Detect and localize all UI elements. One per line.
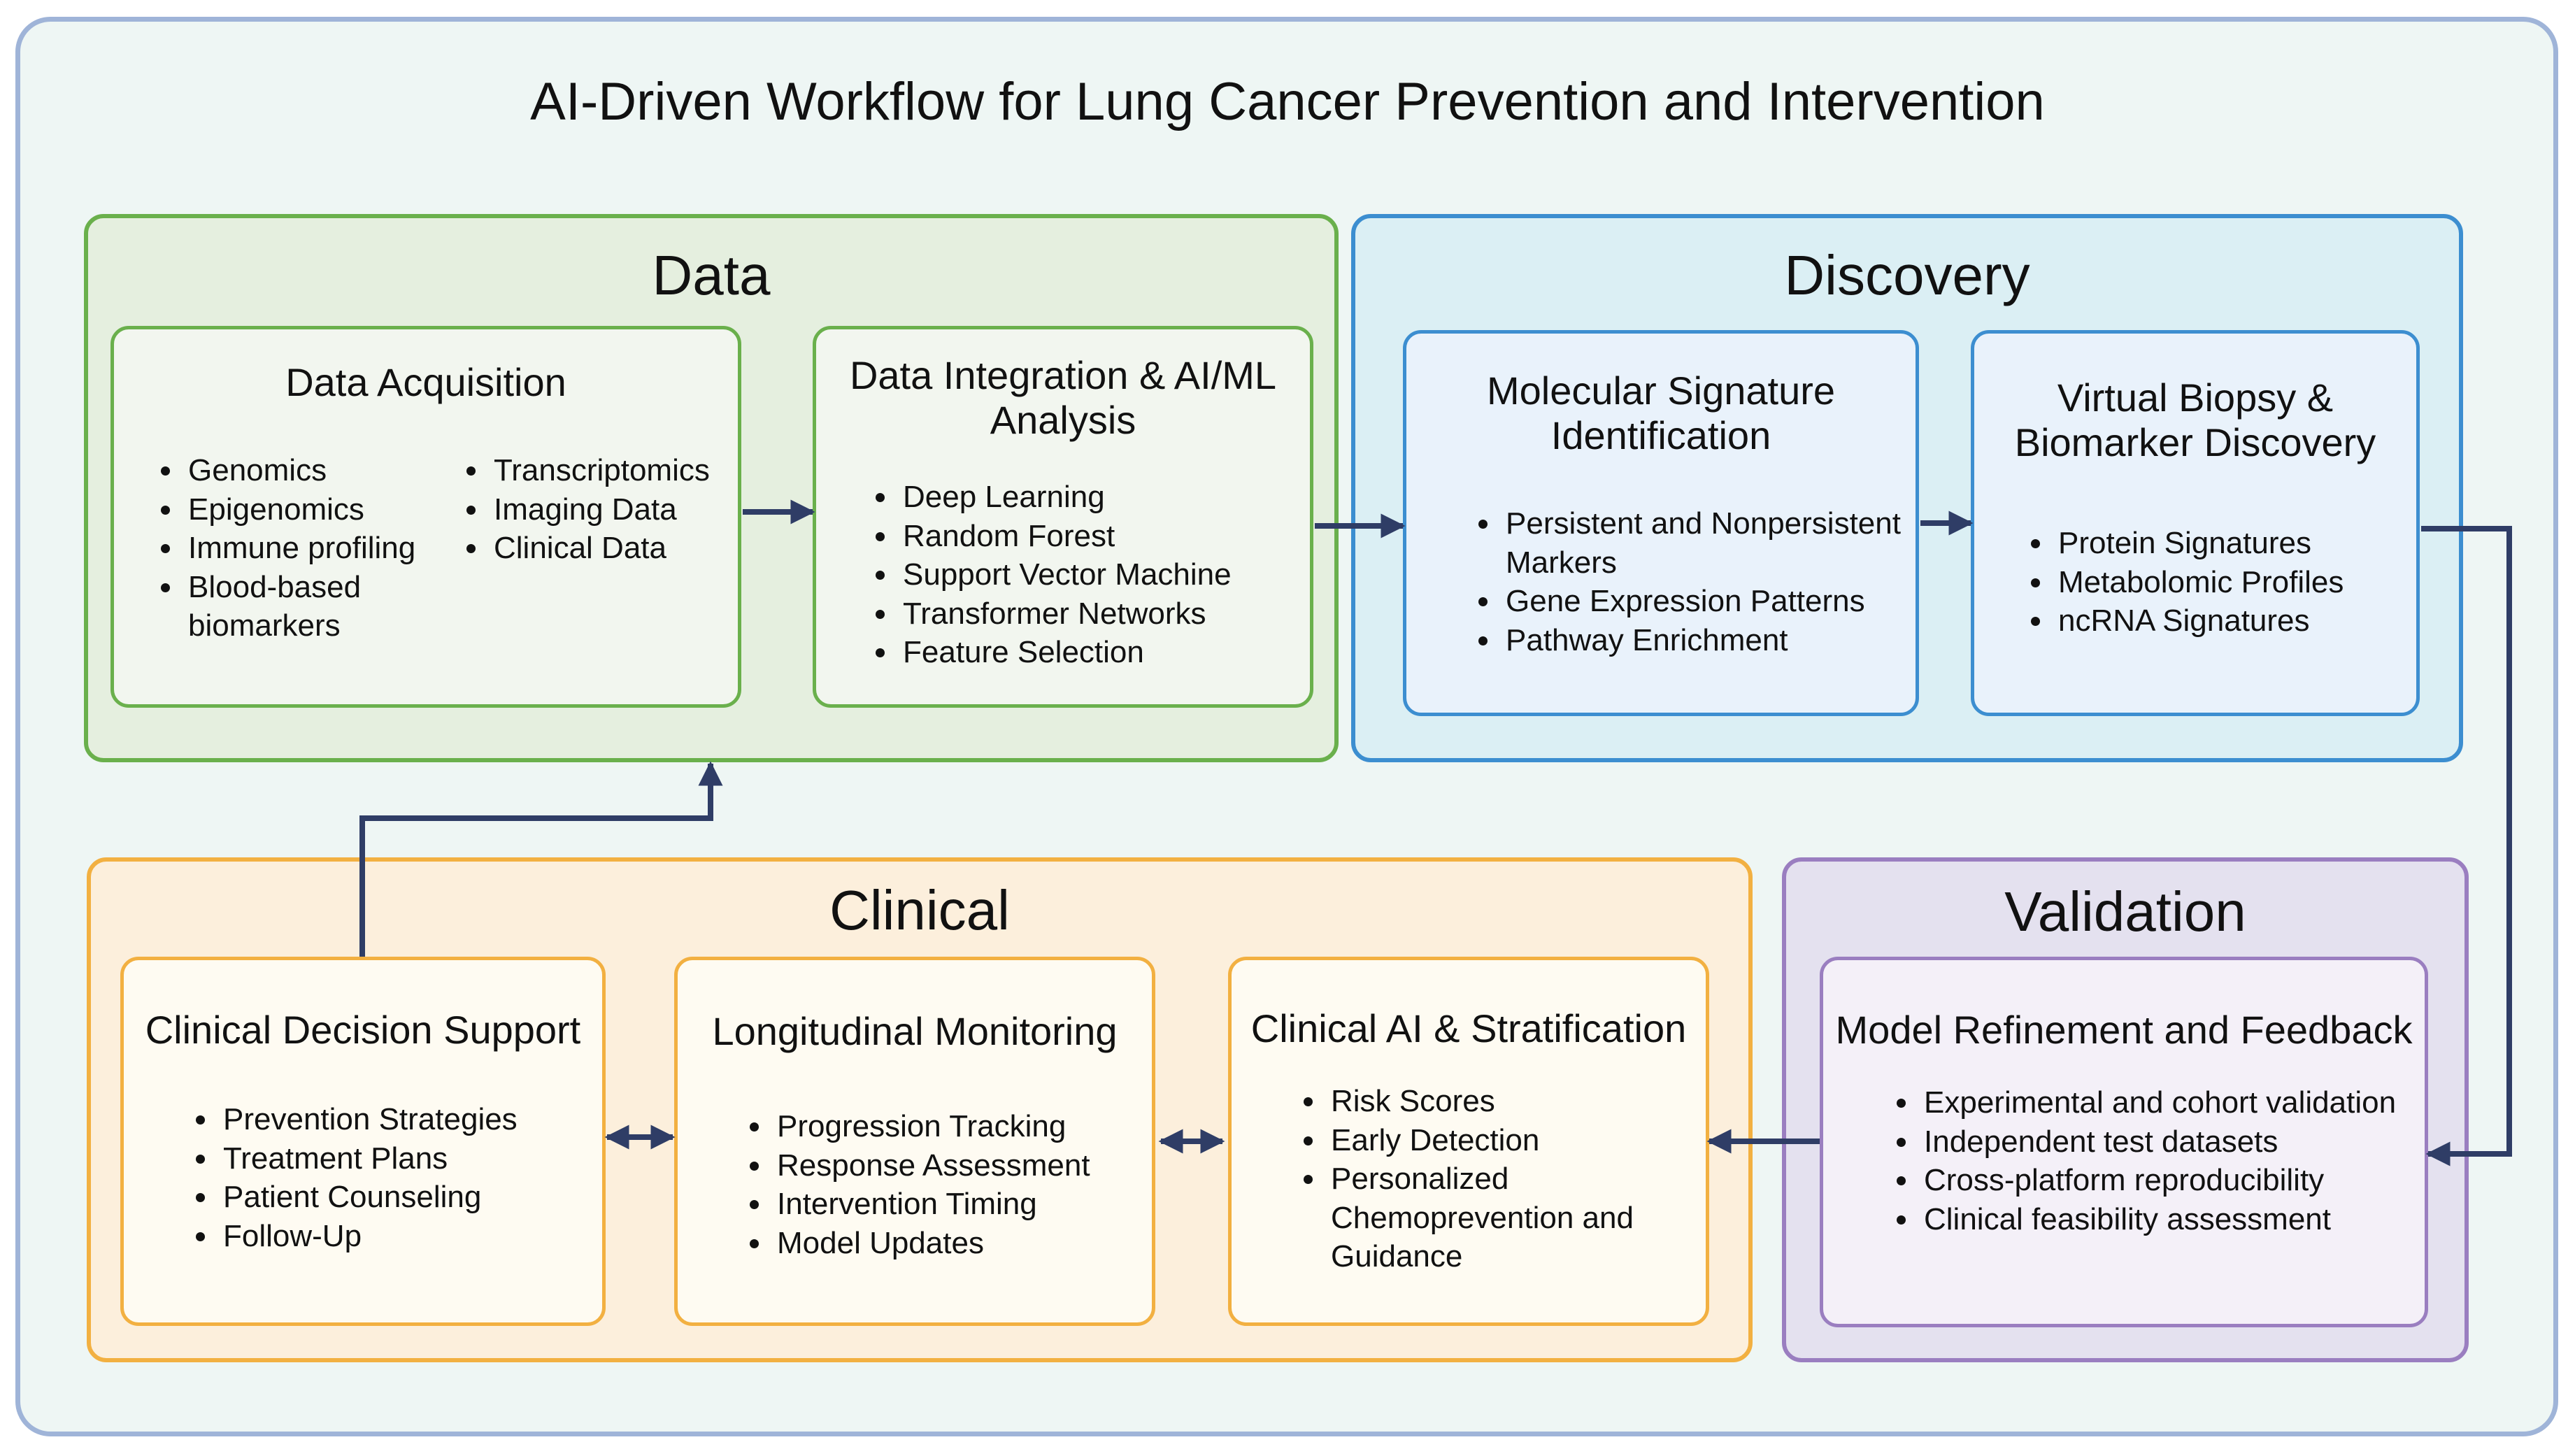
list-item: Treatment Plans [219, 1139, 625, 1178]
virtual-biopsy-box: Virtual Biopsy & Biomarker Discovery Pro… [1971, 330, 2420, 716]
longitudinal-monitoring-box: Longitudinal Monitoring Progression Trac… [674, 957, 1155, 1326]
list-item: Follow-Up [219, 1217, 625, 1256]
list-item: Feature Selection [899, 633, 1346, 672]
clinical-ai-title: Clinical AI & Stratification [1250, 1006, 1687, 1050]
molecular-signature-title: Molecular Signature Identification [1486, 369, 1836, 457]
diagram-title: AI-Driven Workflow for Lung Cancer Preve… [530, 72, 2045, 131]
list-item: Persistent and Nonpersistent Markers [1502, 504, 1921, 582]
data-acquisition-list-1: GenomicsEpigenomicsImmune profilingBlood… [145, 451, 457, 645]
clinical-ai-box: Clinical AI & Stratification Risk Scores… [1228, 957, 1709, 1326]
virtual-biopsy-list: Protein SignaturesMetabolomic Profilesnc… [2015, 524, 2446, 641]
molecular-signature-box: Molecular Signature Identification Persi… [1403, 330, 1919, 716]
model-refinement-title: Model Refinement and Feedback [1835, 1008, 2413, 1052]
list-item: Clinical Data [490, 529, 769, 568]
clinical-decision-list: Prevention StrategiesTreatment PlansPati… [180, 1100, 625, 1255]
list-item: Risk Scores [1327, 1082, 1718, 1121]
list-item: Metabolomic Profiles [2054, 563, 2446, 602]
model-refinement-list: Experimental and cohort validationIndepe… [1881, 1083, 2409, 1239]
data-acquisition-box: Data Acquisition GenomicsEpigenomicsImmu… [110, 326, 741, 708]
data-acquisition-title: Data Acquisition [285, 360, 566, 404]
list-item: Protein Signatures [2054, 524, 2446, 563]
list-item: Genomics [184, 451, 457, 490]
longitudinal-monitoring-list: Progression TrackingResponse AssessmentI… [734, 1107, 1185, 1262]
data-acquisition-list-2: TranscriptomicsImaging DataClinical Data [450, 451, 769, 568]
arrow-biopsy-to-refinement [2421, 526, 2512, 1166]
list-item: Independent test datasets [1920, 1122, 2409, 1162]
list-item: Gene Expression Patterns [1502, 582, 1921, 621]
list-item: Pathway Enrichment [1502, 621, 1921, 660]
list-item: Random Forest [899, 517, 1346, 556]
list-item: Prevention Strategies [219, 1100, 625, 1139]
list-item: Patient Counseling [219, 1178, 625, 1217]
virtual-biopsy-title: Virtual Biopsy & Biomarker Discovery [2014, 376, 2376, 464]
model-refinement-box: Model Refinement and Feedback Experiment… [1820, 957, 2428, 1327]
list-item: Imaging Data [490, 490, 769, 529]
list-item: Cross-platform reproducibility [1920, 1161, 2409, 1200]
list-item: Model Updates [773, 1224, 1185, 1263]
list-item: Epigenomics [184, 490, 457, 529]
clinical-panel-title: Clinical [829, 879, 1010, 941]
molecular-signature-list: Persistent and Nonpersistent MarkersGene… [1462, 504, 1921, 659]
clinical-ai-list: Risk ScoresEarly DetectionPersonalized C… [1288, 1082, 1718, 1276]
data-integration-box: Data Integration & AI/ML Analysis Deep L… [813, 326, 1313, 708]
list-item: Early Detection [1327, 1121, 1718, 1160]
data-integration-title: Data Integration & AI/ML Analysis [849, 353, 1277, 442]
arrow-decision-to-data [359, 761, 723, 957]
list-item: Experimental and cohort validation [1920, 1083, 2409, 1122]
list-item: Clinical feasibility assessment [1920, 1200, 2409, 1239]
discovery-panel-title: Discovery [1784, 244, 2030, 306]
list-item: ncRNA Signatures [2054, 601, 2446, 641]
validation-panel-title: Validation [2004, 880, 2246, 943]
list-item: Blood-based biomarkers [184, 568, 457, 645]
clinical-decision-title: Clinical Decision Support [145, 1008, 581, 1052]
clinical-decision-box: Clinical Decision Support Prevention Str… [120, 957, 606, 1326]
data-panel-title: Data [652, 244, 771, 306]
list-item: Transformer Networks [899, 594, 1346, 634]
data-integration-list: Deep LearningRandom ForestSupport Vector… [859, 478, 1346, 672]
list-item: Response Assessment [773, 1146, 1185, 1185]
list-item: Intervention Timing [773, 1185, 1185, 1224]
list-item: Transcriptomics [490, 451, 769, 490]
list-item: Immune profiling [184, 529, 457, 568]
list-item: Progression Tracking [773, 1107, 1185, 1146]
list-item: Support Vector Machine [899, 555, 1346, 594]
longitudinal-monitoring-title: Longitudinal Monitoring [712, 1009, 1118, 1053]
list-item: Personalized Chemoprevention and Guidanc… [1327, 1159, 1718, 1276]
list-item: Deep Learning [899, 478, 1346, 517]
